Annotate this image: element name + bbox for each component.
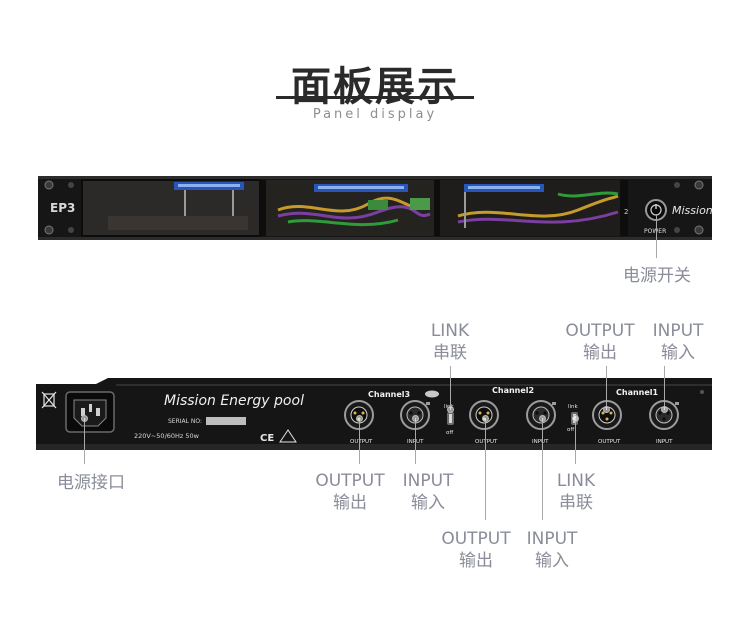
front-brand-mark: EP3 — [50, 201, 75, 215]
page-title: 面板展示 — [291, 64, 459, 110]
module-bay — [266, 180, 434, 236]
callout-dot — [356, 415, 363, 422]
callout-en: LINK — [556, 471, 596, 491]
callout-pin — [575, 418, 576, 464]
callout-zh: 串联 — [559, 493, 593, 513]
ch1-input-label: INPUT — [656, 439, 673, 445]
ch2-input-label: INPUT — [532, 439, 549, 445]
rack-screw — [694, 180, 704, 190]
callout-en: INPUT — [526, 529, 578, 549]
module-bay — [440, 180, 620, 236]
channel2-label: Channel2 — [492, 386, 534, 395]
link-switch-bottom-label: off — [567, 427, 574, 433]
title-underline — [276, 96, 474, 99]
callout-pin — [84, 418, 85, 464]
callout-en: INPUT — [652, 321, 704, 341]
rack-screw — [44, 180, 54, 190]
callout-pin — [664, 366, 665, 410]
callout-power-socket: 电源接口 — [57, 473, 125, 493]
callout-dot — [661, 406, 668, 413]
callout-dot — [447, 406, 454, 413]
rack-screw — [674, 227, 680, 233]
power-socket[interactable] — [65, 391, 115, 433]
callout-zh: 输出 — [459, 551, 493, 571]
callout-pin — [450, 366, 451, 410]
callout-en: OUTPUT — [565, 321, 635, 341]
callout-zh: 输入 — [411, 493, 445, 513]
weee-icon — [41, 391, 57, 409]
rack-screw — [694, 225, 704, 235]
callout-en: INPUT — [402, 471, 454, 491]
callout-power-switch: 电源开关 — [623, 266, 691, 286]
cert-triangle-icon — [279, 429, 297, 443]
callout-output-ch2: OUTPUT 输出 — [436, 528, 516, 572]
callout-en: OUTPUT — [315, 471, 385, 491]
channel3-label: Channel3 — [368, 390, 410, 399]
callout-pin — [542, 418, 543, 520]
callout-input-ch2: INPUT 输入 — [520, 528, 584, 572]
callout-output-ch3: OUTPUT 输出 — [310, 470, 390, 514]
callout-dot — [482, 415, 489, 422]
rack-screw — [44, 225, 54, 235]
front-slot-number: 2 — [624, 208, 628, 216]
callout-dot — [572, 415, 579, 422]
callout-output-top: OUTPUT 输出 — [560, 320, 640, 364]
link-switch-bottom-label: off — [446, 430, 453, 436]
callout-dot — [539, 415, 546, 422]
callout-input-top: INPUT 输入 — [646, 320, 710, 364]
callout-link-bottom: LINK 串联 — [546, 470, 606, 514]
ce-mark: CE — [260, 433, 274, 444]
serial-label: SERIAL NO: — [168, 418, 202, 425]
callout-zh: 输入 — [661, 343, 695, 363]
callout-pin — [359, 418, 360, 464]
rear-brand-text: Mission Energy pool — [164, 393, 304, 409]
module-bay — [81, 179, 261, 237]
page-subtitle: Panel display — [312, 107, 438, 122]
link-switch-top-label: link — [568, 404, 579, 410]
power-spec: 220V~50/60Hz 50w — [134, 432, 200, 440]
callout-pin — [606, 366, 607, 410]
power-label: POWER — [644, 228, 666, 235]
callout-dot — [81, 415, 88, 422]
ch3-output-label: OUTPUT — [350, 439, 373, 445]
rear-panel: Mission Energy pool SERIAL NO: 220V~50/6… — [36, 378, 712, 450]
ch2-output-label: OUTPUT — [475, 439, 498, 445]
ch1-output-label: OUTPUT — [598, 439, 621, 445]
callout-input-ch3: INPUT 输入 — [396, 470, 460, 514]
front-model-text: Mission — [672, 204, 712, 217]
xlr-input-connector[interactable] — [649, 400, 679, 430]
callout-zh: 输出 — [333, 493, 367, 513]
callout-zh: 输出 — [583, 343, 617, 363]
callout-pin — [485, 418, 486, 520]
front-panel: EP3 2 POWER Mission — [38, 176, 712, 240]
callout-pin — [415, 418, 416, 464]
callout-zh: 输入 — [535, 551, 569, 571]
callout-en: OUTPUT — [441, 529, 511, 549]
channel1-label: Channel1 — [616, 388, 659, 397]
callout-dot — [603, 406, 610, 413]
rack-screw — [68, 182, 74, 188]
serial-sticker — [206, 417, 246, 425]
rack-screw — [68, 227, 74, 233]
callout-en: LINK — [430, 321, 470, 341]
link-toggle-switch[interactable] — [447, 412, 454, 425]
callout-link-top: LINK 串联 — [420, 320, 480, 364]
rack-screw — [674, 182, 680, 188]
callout-dot — [412, 415, 419, 422]
callout-pin — [656, 214, 657, 258]
callout-zh: 串联 — [433, 343, 467, 363]
